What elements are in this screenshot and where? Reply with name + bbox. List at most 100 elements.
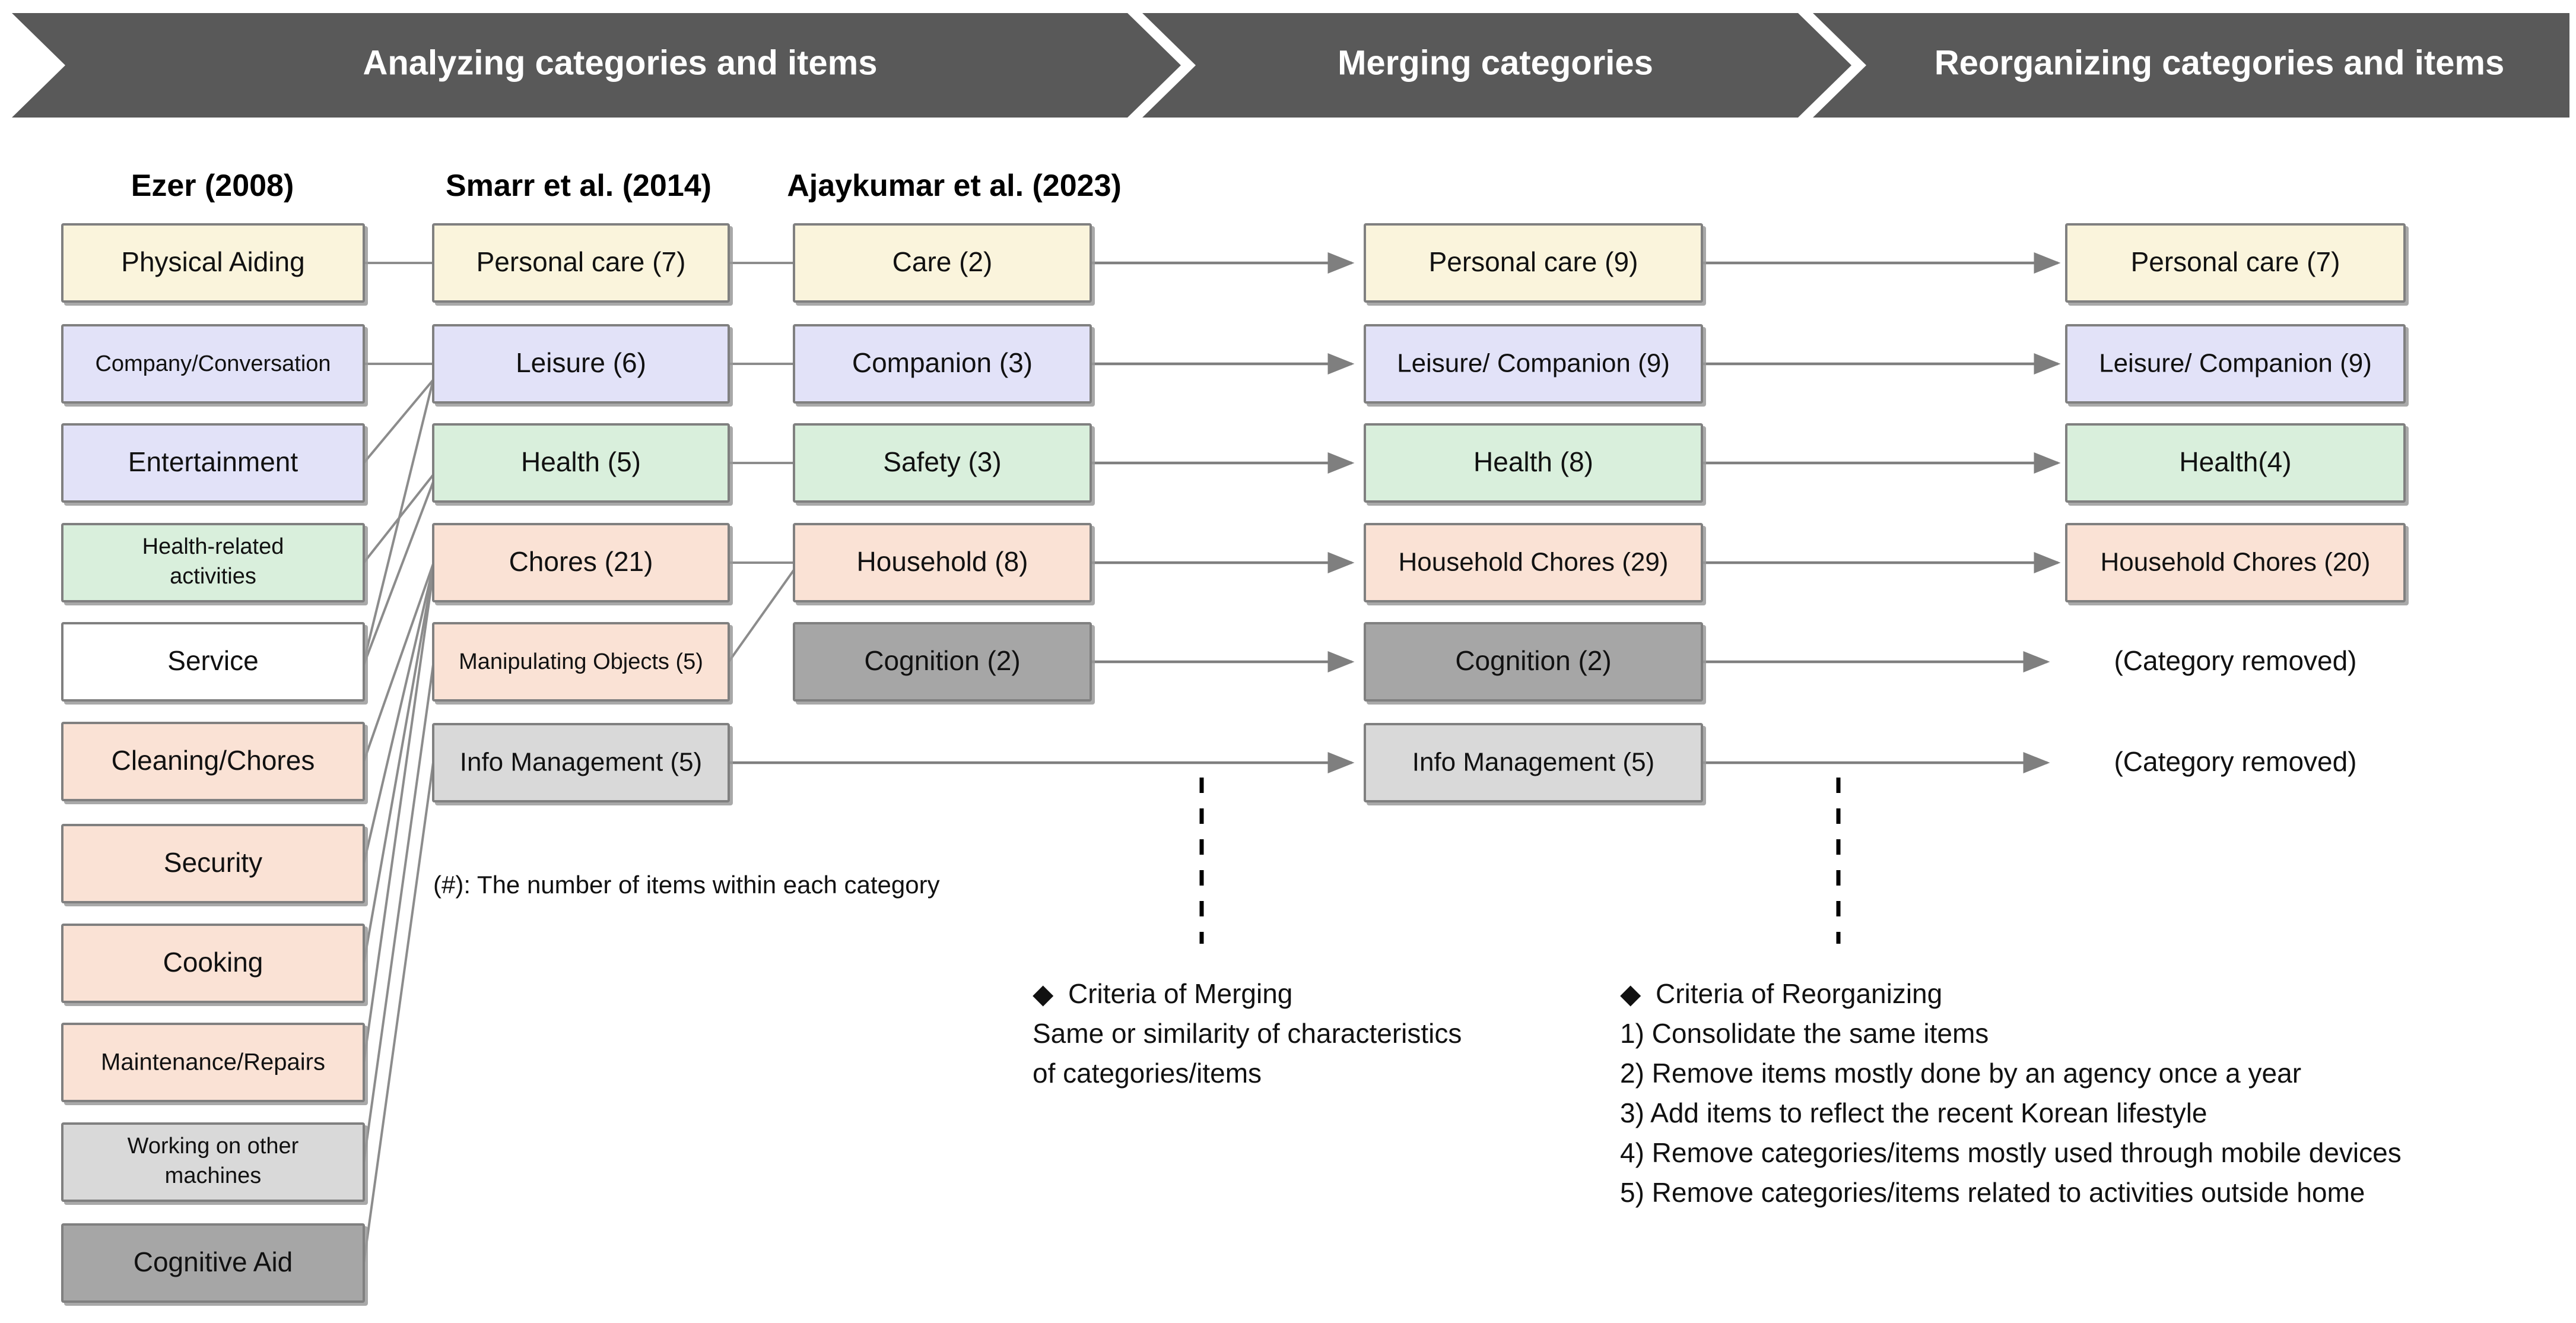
- box-health-5-label: Health (5): [521, 446, 641, 477]
- box-merged-personal-care-9-label: Personal care (9): [1429, 246, 1638, 277]
- box-household-8[interactable]: Household (8): [793, 523, 1092, 602]
- box-maintenance-repairs-label: Maintenance/Repairs: [101, 1049, 325, 1075]
- box-care-2-label: Care (2): [892, 246, 993, 277]
- connector-service-leisure: [363, 379, 434, 662]
- box-care-2[interactable]: Care (2): [793, 223, 1092, 303]
- box-working-machines-line1: Working on other: [128, 1134, 299, 1159]
- box-companion-3-label: Companion (3): [852, 347, 1033, 378]
- box-entertainment[interactable]: Entertainment: [61, 423, 365, 503]
- banner-step-1-label: Analyzing categories and items: [363, 43, 877, 82]
- merging-bullet-icon: ◆: [1033, 978, 1054, 1009]
- box-leisure-6[interactable]: Leisure (6): [432, 324, 730, 404]
- box-manipulating-objects-5[interactable]: Manipulating Objects (5): [432, 622, 730, 702]
- connector-cooking-chores: [363, 569, 434, 964]
- criteria-merging-heading: Criteria of Merging: [1068, 978, 1292, 1009]
- box-company-conversation-label: Company/Conversation: [95, 351, 331, 376]
- banner-step-1-shape[interactable]: [12, 13, 1181, 118]
- box-leisure-6-label: Leisure (6): [516, 347, 646, 378]
- box-security-label: Security: [164, 847, 262, 878]
- banner-step-2-label: Merging categories: [1338, 43, 1653, 82]
- connector-maintenance-repairs-chores: [363, 572, 434, 1063]
- box-service[interactable]: Service: [61, 622, 365, 702]
- box-health-5[interactable]: Health (5): [432, 423, 730, 503]
- box-working-on-other-machines[interactable]: Working on other machines: [61, 1122, 365, 1202]
- box-merged-cognition-2-label: Cognition (2): [1455, 645, 1611, 676]
- box-cognition-2-ajaykumar-label: Cognition (2): [864, 645, 1020, 676]
- box-chores-21[interactable]: Chores (21): [432, 523, 730, 602]
- box-merged-leisure-companion-9[interactable]: Leisure/ Companion (9): [1364, 324, 1703, 404]
- box-merged-cognition-2[interactable]: Cognition (2): [1364, 622, 1703, 702]
- reorg-category-removed-1: (Category removed): [2114, 645, 2356, 676]
- box-reorg-health-4[interactable]: Health(4): [2065, 423, 2406, 503]
- legend-note: (#): The number of items within each cat…: [433, 871, 940, 899]
- criteria-reorganizing-line-3: 3) Add items to reflect the recent Korea…: [1620, 1097, 2207, 1128]
- box-reorg-leisure-companion-9[interactable]: Leisure/ Companion (9): [2065, 324, 2406, 404]
- box-service-label: Service: [167, 645, 258, 676]
- column-header-ajaykumar: Ajaykumar et al. (2023): [787, 169, 1122, 203]
- box-security[interactable]: Security: [61, 824, 365, 903]
- connector-security-chores: [363, 566, 434, 864]
- connectors-ezer-to-smarr: [363, 262, 434, 1264]
- box-cleaning-chores[interactable]: Cleaning/Chores: [61, 722, 365, 801]
- box-physical-aiding[interactable]: Physical Aiding: [61, 223, 365, 303]
- connectors-smarr-to-ajaykumar: [728, 262, 795, 663]
- box-cognition-2-ajaykumar[interactable]: Cognition (2): [793, 622, 1092, 702]
- criteria-merging-line-1: Same or similarity of characteristics: [1033, 1018, 1462, 1049]
- box-working-machines-line2: machines: [165, 1163, 262, 1188]
- box-info-management-5-smarr[interactable]: Info Management (5): [432, 723, 730, 802]
- column-reorganized: Personal care (7) Leisure/ Companion (9)…: [2065, 223, 2406, 777]
- criteria-reorganizing-line-2: 2) Remove items mostly done by an agency…: [1620, 1058, 2301, 1089]
- box-reorg-health-4-label: Health(4): [2179, 446, 2291, 477]
- column-ezer: Physical Aiding Company/Conversation Ent…: [61, 223, 365, 1303]
- column-merged: Personal care (9) Leisure/ Companion (9)…: [1364, 223, 1703, 802]
- criteria-of-merging-block: ◆ Criteria of Merging Same or similarity…: [1033, 978, 1462, 1089]
- box-reorg-household-chores-20-label: Household Chores (20): [2101, 548, 2371, 577]
- criteria-of-reorganizing-block: ◆ Criteria of Reorganizing 1) Consolidat…: [1620, 978, 2402, 1208]
- banner-step-3-label: Reorganizing categories and items: [1935, 43, 2504, 82]
- connectors-merged-to-reorganized: [1702, 252, 2061, 773]
- box-personal-care-7[interactable]: Personal care (7): [432, 223, 730, 303]
- column-ajaykumar: Care (2) Companion (3) Safety (3) Househ…: [793, 223, 1092, 702]
- box-reorg-personal-care-7[interactable]: Personal care (7): [2065, 223, 2406, 303]
- reorg-category-removed-2: (Category removed): [2114, 746, 2356, 777]
- box-maintenance-repairs[interactable]: Maintenance/Repairs: [61, 1023, 365, 1102]
- criteria-reorganizing-line-1: 1) Consolidate the same items: [1620, 1018, 1989, 1049]
- box-company-conversation[interactable]: Company/Conversation: [61, 324, 365, 404]
- banner-step-3-shape[interactable]: [1813, 13, 2569, 118]
- box-household-8-label: Household (8): [857, 546, 1028, 577]
- reorganizing-bullet-icon: ◆: [1620, 978, 1641, 1009]
- box-merged-info-management-5-label: Info Management (5): [1412, 748, 1654, 777]
- connector-cleaning-chores-chores: [363, 563, 434, 762]
- criteria-reorganizing-line-5: 5) Remove categories/items related to ac…: [1620, 1177, 2365, 1208]
- box-reorg-leisure-companion-9-label: Leisure/ Companion (9): [2099, 349, 2372, 378]
- box-merged-personal-care-9[interactable]: Personal care (9): [1364, 223, 1703, 303]
- box-health-related-line2: activities: [170, 564, 256, 589]
- criteria-reorganizing-heading: Criteria of Reorganizing: [1656, 978, 1942, 1009]
- box-merged-household-chores-29[interactable]: Household Chores (29): [1364, 523, 1703, 602]
- connector-service-health: [363, 481, 434, 665]
- box-safety-3-label: Safety (3): [883, 446, 1001, 477]
- box-merged-household-chores-29-label: Household Chores (29): [1399, 548, 1669, 577]
- box-cooking-label: Cooking: [163, 947, 263, 978]
- box-reorg-household-chores-20[interactable]: Household Chores (20): [2065, 523, 2406, 602]
- box-chores-21-label: Chores (21): [509, 546, 653, 577]
- box-cognitive-aid-label: Cognitive Aid: [134, 1246, 293, 1277]
- banner-step-2-shape[interactable]: [1142, 13, 1851, 118]
- box-personal-care-7-label: Personal care (7): [477, 246, 686, 277]
- column-header-ezer: Ezer (2008): [131, 169, 294, 203]
- criteria-reorganizing-line-4: 4) Remove categories/items mostly used t…: [1620, 1137, 2402, 1168]
- box-health-related-activities[interactable]: Health-related activities: [61, 523, 365, 602]
- column-header-smarr: Smarr et al. (2014): [446, 169, 712, 203]
- box-health-related-line1: Health-related: [142, 534, 284, 559]
- box-safety-3[interactable]: Safety (3): [793, 423, 1092, 503]
- box-companion-3[interactable]: Companion (3): [793, 324, 1092, 404]
- box-merged-health-8[interactable]: Health (8): [1364, 423, 1703, 503]
- box-cognitive-aid[interactable]: Cognitive Aid: [61, 1223, 365, 1303]
- column-smarr: Personal care (7) Leisure (6) Health (5)…: [432, 223, 730, 802]
- box-merged-info-management-5[interactable]: Info Management (5): [1364, 723, 1703, 802]
- box-cooking[interactable]: Cooking: [61, 924, 365, 1003]
- column-headers: Ezer (2008) Smarr et al. (2014) Ajaykuma…: [131, 169, 1122, 203]
- criteria-merging-line-2: of categories/items: [1033, 1058, 1262, 1089]
